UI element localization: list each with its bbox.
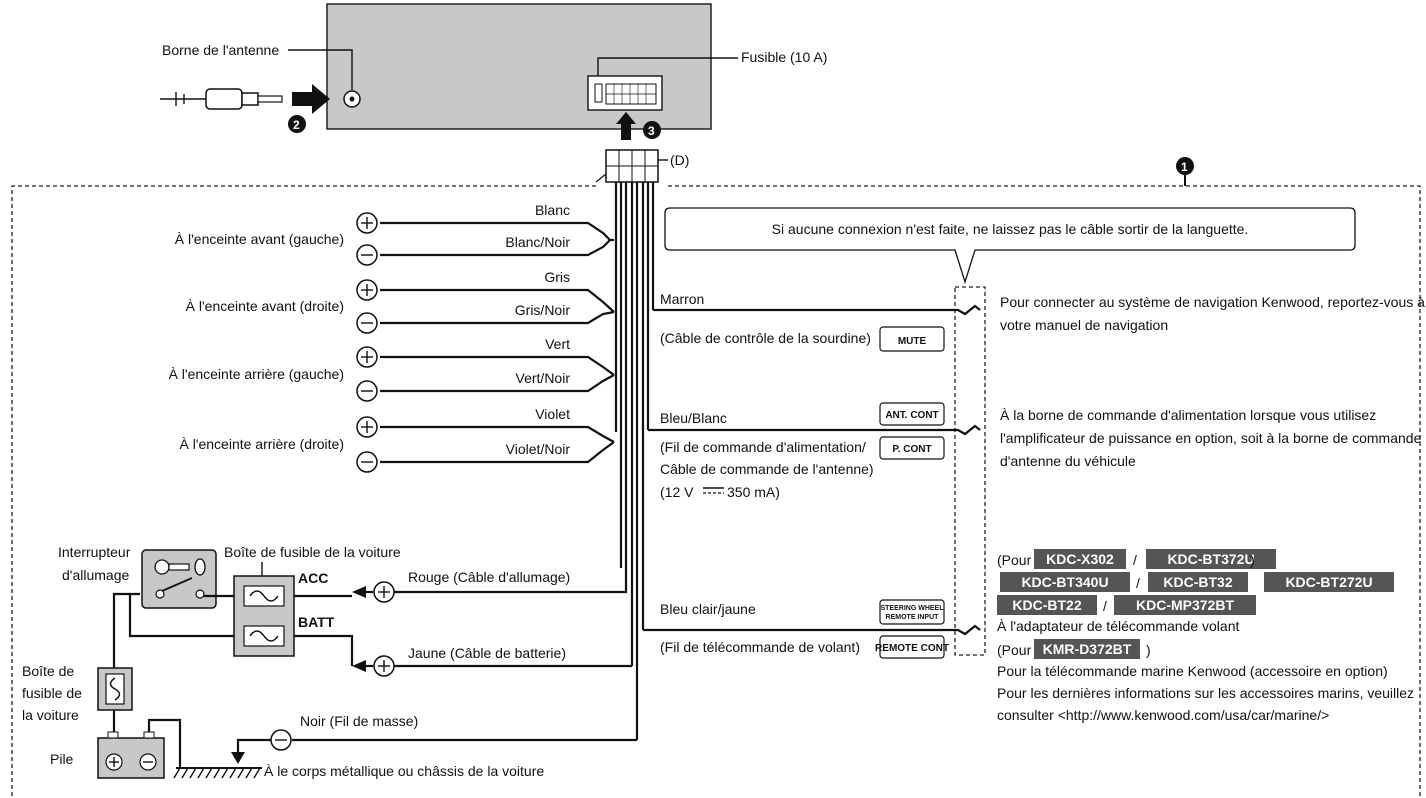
mute-wire-label: Marron (660, 291, 704, 307)
batt-label: BATT (298, 614, 335, 630)
fuse-box-label: Boîte de fusible de la voiture (224, 544, 401, 560)
pcont-desc-2: Câble de commande de l'antenne) (660, 461, 874, 477)
yellow-wire-label: Jaune (Câble de batterie) (408, 645, 566, 661)
antenna-terminal-label: Borne de l'antenne (162, 42, 279, 58)
fuse-label: Fusible (10 A) (741, 49, 827, 65)
wire-bundle (614, 182, 655, 740)
harness-frame (11, 185, 596, 796)
step-2-badge: 2 (288, 115, 306, 133)
mute-info-2: votre manuel de navigation (1000, 317, 1168, 333)
chassis-ground-icon (173, 767, 262, 779)
model-kdc-x302: KDC-X302 (1046, 551, 1114, 567)
remote-desc: (Fil de télécommande de volant) (660, 639, 860, 655)
connector-socket-icon (587, 75, 663, 111)
svg-text:2: 2 (293, 118, 300, 132)
tab-box (954, 286, 986, 656)
fuse-box2-label-1: Boîte de (22, 663, 74, 679)
fuse-box2-label-3: la voiture (22, 707, 79, 723)
svg-text:(Pour: (Pour (997, 642, 1032, 658)
svg-text:): ) (1146, 642, 1151, 658)
remote-cont-tag: REMOTE CONT (875, 643, 949, 654)
speaker-rear-left-label: À l'enceinte arrière (gauche) (169, 366, 344, 382)
speaker-front-right-label: À l'enceinte avant (droite) (186, 298, 344, 314)
model-kdc-bt32: KDC-BT32 (1163, 574, 1232, 590)
wire-white-black: Blanc/Noir (505, 234, 570, 250)
step-3-badge: 3 (643, 121, 661, 139)
svg-text:1: 1 (1181, 160, 1188, 174)
fuse-box2-label-2: fusible de (22, 685, 82, 701)
up-arrow-icon (616, 112, 636, 140)
pcont-desc-4: 350 mA) (727, 484, 780, 500)
car-fuse-box (233, 575, 295, 657)
svg-text:/: / (1136, 575, 1140, 591)
latest-info-2: consulter <http://www.kenwood.com/usa/ca… (997, 707, 1329, 723)
pcont-desc-3: (12 V (660, 484, 694, 500)
pcont-info-1: À la borne de commande d'alimentation lo… (1000, 407, 1376, 423)
pcont-info-2: l'amplificateur de puissance en option, … (1000, 430, 1422, 446)
ignition-switch-label-1: Interrupteur (58, 544, 131, 560)
pcont-info-3: d'antenne du véhicule (1000, 453, 1136, 469)
note-callout: Si aucune connexion n'est faite, ne lais… (664, 207, 1356, 285)
svg-text:(Pour: (Pour (997, 552, 1032, 568)
speaker-wiring (380, 221, 615, 464)
acc-label: ACC (298, 570, 328, 586)
svg-text:3: 3 (648, 124, 655, 138)
remote-input-tag: REMOTE INPUT (886, 614, 940, 621)
insert-arrow-icon (292, 84, 330, 114)
model-kdc-bt340u: KDC-BT340U (1021, 574, 1108, 590)
wire-green-black: Vert/Noir (516, 370, 571, 386)
ant-cont-tag: ANT. CONT (885, 410, 938, 421)
steering-wheel-tag: STEERING WHEEL (880, 605, 944, 612)
svg-text:/: / (1103, 598, 1107, 614)
adapter-text: À l'adaptateur de télécommande volant (997, 618, 1239, 634)
svg-text:/: / (1133, 552, 1137, 568)
step-1-badge: 1 (1176, 157, 1194, 175)
battery-label: Pile (50, 751, 74, 767)
model-kdc-bt272u: KDC-BT272U (1285, 574, 1372, 590)
battery-icon (97, 731, 165, 779)
model-kdc-mp372bt: KDC-MP372BT (1136, 597, 1234, 613)
wire-white: Blanc (535, 202, 570, 218)
pcont-wire-label: Bleu/Blanc (660, 410, 727, 426)
pcont-desc-1: (Fil de commande d'alimentation/ (660, 439, 866, 455)
wire-gray-black: Gris/Noir (515, 302, 571, 318)
speaker-front-left-label: À l'enceinte avant (gauche) (175, 231, 344, 247)
wire-green: Vert (545, 336, 570, 352)
speaker-rear-right-label: À l'enceinte arrière (droite) (179, 436, 344, 452)
remote-adapter-info: ) (1250, 552, 1255, 568)
mute-tag: MUTE (898, 336, 927, 347)
model-kdc-bt22: KDC-BT22 (1012, 597, 1081, 613)
harness-connector (595, 149, 659, 183)
mute-info-1: Pour connecter au système de navigation … (1000, 294, 1425, 310)
mute-desc: (Câble de contrôle de la sourdine) (660, 330, 871, 346)
wire-gray: Gris (544, 269, 570, 285)
car-fuse-box-2 (97, 667, 133, 711)
antenna-plug-icon (160, 88, 283, 110)
wire-violet-black: Violet/Noir (506, 441, 571, 457)
wire-violet: Violet (535, 406, 570, 422)
latest-info-1: Pour les dernières informations sur les … (997, 685, 1414, 701)
remote-wire-label: Bleu clair/jaune (660, 601, 756, 617)
ignition-switch-label-2: d'allumage (62, 567, 129, 583)
model-kdc-bt372u: KDC-BT372U (1167, 551, 1254, 567)
red-wire-label: Rouge (Câble d'allumage) (408, 569, 570, 585)
chassis-label: À le corps métallique ou châssis de la v… (264, 763, 544, 779)
speaker-terminals (356, 212, 378, 473)
head-unit: Fusible (10 A) Borne de l'antenne (162, 3, 827, 130)
connector-d-label: (D) (670, 152, 689, 168)
p-cont-tag: P. CONT (892, 444, 931, 455)
ground-wire-label: Noir (Fil de masse) (300, 713, 418, 729)
marine-info: Pour la télécommande marine Kenwood (acc… (997, 663, 1388, 679)
model-kmr-d372bt: KMR-D372BT (1043, 641, 1132, 657)
model-list: (Pour KDC-X302 / KDC-BT372U KDC-BT340U /… (997, 549, 1414, 723)
note-text: Si aucune connexion n'est faite, ne lais… (772, 221, 1249, 237)
ignition-switch (141, 549, 217, 609)
